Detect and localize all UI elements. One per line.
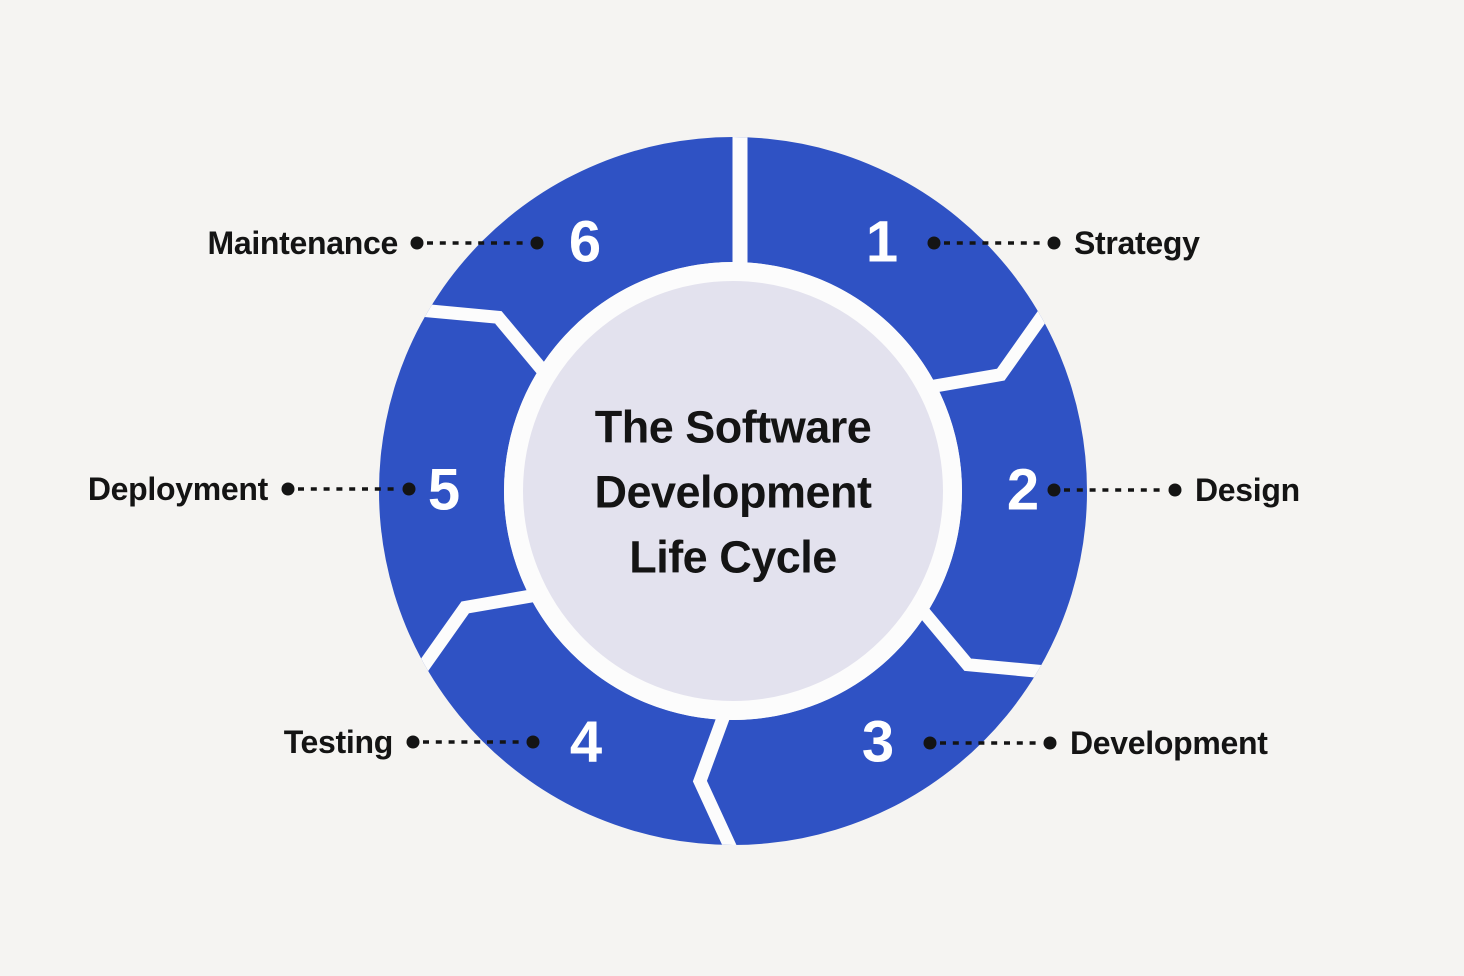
cycle-ring (379, 137, 1087, 845)
segment-divider-2-3 (915, 603, 1048, 679)
connector-design (1047, 483, 1182, 497)
connector-dot (526, 735, 540, 749)
connector-dot (1047, 236, 1061, 250)
stage-label-testing: Testing (284, 724, 393, 760)
connector-testing (406, 735, 540, 749)
stage-label-maintenance: Maintenance (207, 225, 398, 261)
stage-number-3: 3 (862, 710, 894, 775)
connector-dot (410, 236, 424, 250)
stage-label-design: Design (1195, 472, 1300, 508)
stage-number-1: 1 (866, 210, 898, 275)
segment-divider-1-2 (926, 306, 1052, 394)
connector-dot (530, 236, 544, 250)
connector-dot (406, 735, 420, 749)
stage-number-2: 2 (1007, 458, 1039, 523)
connector-maintenance (410, 236, 544, 250)
segment-divider-5-6 (418, 303, 551, 379)
stage-label-strategy: Strategy (1074, 225, 1200, 261)
stage-number-6: 6 (569, 210, 601, 275)
diagram-title-line-3: Life Cycle (629, 532, 837, 583)
connector-dot (402, 482, 416, 496)
stage-number-4: 4 (570, 710, 602, 775)
connector-strategy (927, 236, 1061, 250)
segment-divider-4-5 (414, 588, 540, 676)
connector-development (923, 736, 1057, 750)
center-circle (504, 262, 962, 720)
connector-dot (927, 236, 941, 250)
connector-dot (1043, 736, 1057, 750)
diagram-title-line-2: Development (594, 467, 872, 518)
stage-label-development: Development (1070, 725, 1268, 761)
connector-dot (281, 482, 295, 496)
segment-divider-3-4 (692, 709, 739, 845)
connector-dot (1168, 483, 1182, 497)
stage-number-5: 5 (428, 458, 460, 523)
stage-label-deployment: Deployment (88, 471, 269, 507)
connector-dot (923, 736, 937, 750)
diagram-title-line-1: The Software (595, 402, 872, 453)
connector-deployment (281, 482, 416, 496)
connector-dot (1047, 483, 1061, 497)
